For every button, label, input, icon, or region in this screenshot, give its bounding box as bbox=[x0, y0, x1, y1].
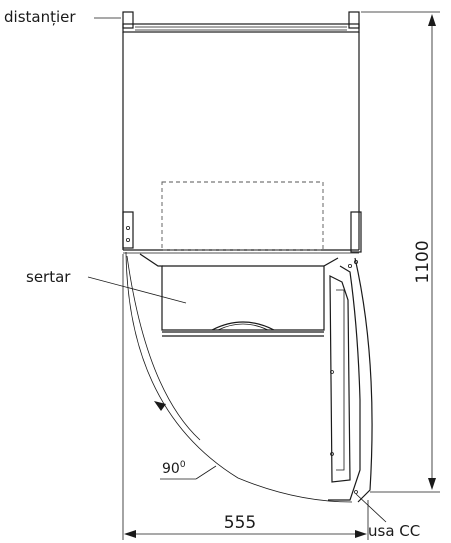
spacer-bracket bbox=[122, 11, 360, 33]
door-swing-arc bbox=[125, 251, 353, 503]
drawer-label: sertar bbox=[26, 268, 71, 286]
angle-annotation: 900 bbox=[160, 460, 217, 480]
spacer-label: distanțier bbox=[4, 8, 76, 26]
door bbox=[328, 257, 373, 503]
width-dimension: 555 bbox=[122, 254, 369, 540]
drawer bbox=[139, 253, 339, 337]
drawer-inside-outline bbox=[161, 181, 324, 251]
width-value: 555 bbox=[224, 513, 256, 533]
cabinet-body bbox=[122, 32, 360, 254]
door-label: usa CC bbox=[368, 522, 420, 540]
height-dimension: 1100 bbox=[361, 11, 440, 493]
swing-arrow-icon bbox=[154, 401, 166, 411]
angle-label: 900 bbox=[162, 460, 186, 477]
hinge-left bbox=[122, 211, 134, 249]
height-value: 1100 bbox=[413, 240, 433, 283]
